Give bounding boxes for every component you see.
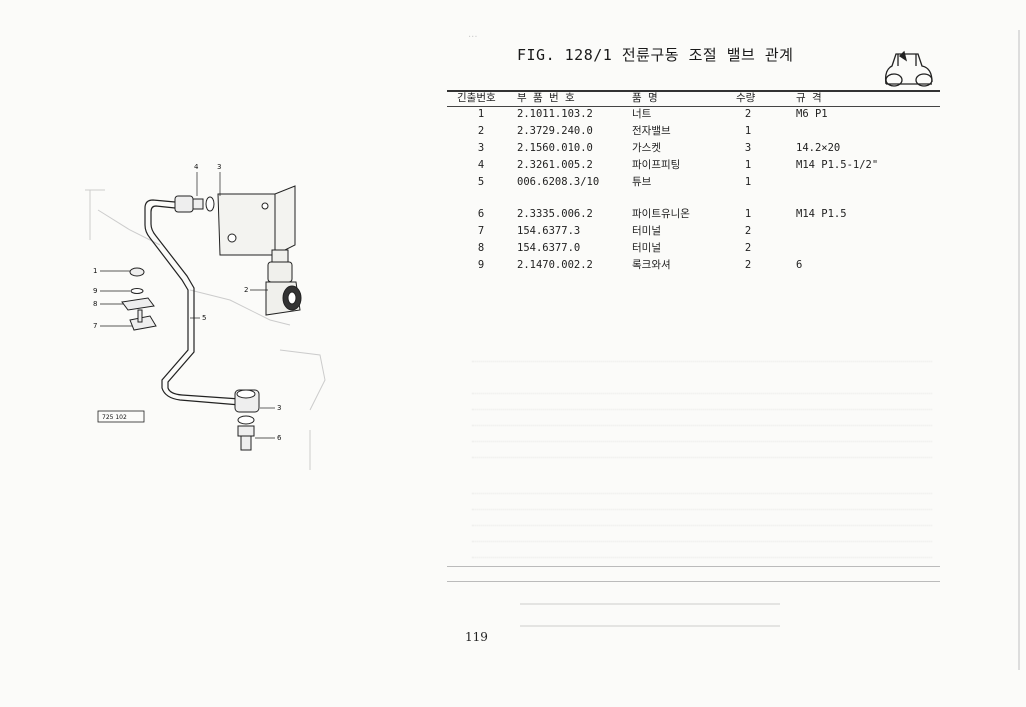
table-row: 5 006.6208.3/10 튜브 1 [447, 174, 940, 191]
header-spec: 규 격 [796, 92, 822, 104]
row-index: 3 [477, 142, 485, 154]
table-row: 6 2.3335.006.2 파이트유니온 1 M14 P1.5 [447, 206, 940, 223]
bleed-through-title [520, 603, 780, 627]
row-index: 5 [477, 176, 485, 188]
row-part-number: 2.1011.103.2 [517, 108, 593, 120]
row-quantity: 2 [744, 108, 752, 120]
callout-4: 4 [194, 163, 199, 171]
table-row: 1 2.1011.103.2 너트 2 M6 P1 [447, 106, 940, 123]
table-row: 4 2.3261.005.2 파이프피팅 1 M14 P1.5-1/2" [447, 157, 940, 174]
pipe-union-6 [234, 389, 260, 451]
row-part-number: 2.1470.002.2 [517, 259, 593, 271]
row-quantity: 1 [744, 159, 752, 171]
row-index: 4 [477, 159, 485, 171]
callout-3-top: 3 [217, 163, 221, 171]
row-quantity: 2 [744, 242, 752, 254]
row-part-name: 전자밸브 [632, 125, 671, 137]
callout-2: 2 [244, 286, 248, 294]
table-header-rule [447, 106, 940, 107]
table-row: 3 2.1560.010.0 가스켓 3 14.2×20 [447, 140, 940, 157]
header-quantity: 수량 [736, 92, 756, 104]
row-quantity: 1 [744, 176, 752, 188]
page-edge [1018, 30, 1020, 670]
page-number: 119 [465, 630, 488, 644]
row-part-number: 2.3335.006.2 [517, 208, 593, 220]
row-part-name: 파이프피팅 [632, 159, 681, 171]
row-quantity: 3 [744, 142, 752, 154]
callout-3-bottom: 3 [277, 404, 281, 412]
tractor-icon [884, 50, 933, 87]
table-row: 8 154.6377.0 터미널 2 [447, 240, 940, 257]
row-spec: M14 P1.5 [796, 208, 847, 220]
row-quantity: 2 [744, 225, 752, 237]
row-index: 1 [477, 108, 485, 120]
header-index: 긴출번호 [457, 92, 496, 104]
row-part-number: 006.6208.3/10 [517, 176, 600, 188]
row-quantity: 1 [744, 208, 752, 220]
row-part-name: 가스켓 [632, 142, 661, 154]
header-part-name: 품 명 [632, 92, 658, 104]
row-part-name: 파이트유니온 [632, 208, 690, 220]
callout-6: 6 [277, 434, 282, 442]
solenoid-valve-2 [265, 249, 302, 316]
parts-diagram-svg: 4 3 1 9 8 7 2 5 3 6 725 102 [85, 163, 326, 480]
table-top-rule [447, 90, 940, 92]
row-part-number: 2.3261.005.2 [517, 159, 593, 171]
row-spec: 14.2×20 [796, 142, 841, 154]
row-spec: M6 P1 [796, 108, 828, 120]
row-quantity: 2 [744, 259, 752, 271]
bleed-through-rule [447, 581, 940, 582]
row-part-name: 터미널 [632, 225, 661, 237]
row-part-number: 2.3729.240.0 [517, 125, 593, 137]
reference-code: 725 102 [102, 414, 127, 421]
table-row: 7 154.6377.3 터미널 2 [447, 223, 940, 240]
row-part-name: 록크와셔 [632, 259, 671, 271]
pipe-fitting-4 [174, 195, 215, 213]
bleed-through-rule [447, 566, 940, 567]
row-index: 8 [477, 242, 485, 254]
row-index: 2 [477, 125, 485, 137]
row-part-name: 터미널 [632, 242, 661, 254]
row-index: 7 [477, 225, 485, 237]
row-part-number: 154.6377.3 [517, 225, 581, 237]
row-spec: M14 P1.5-1/2" [796, 159, 879, 171]
row-part-name: 튜브 [632, 176, 652, 188]
tube-5 [144, 199, 241, 406]
callout-5: 5 [202, 314, 206, 322]
row-part-number: 154.6377.0 [517, 242, 581, 254]
row-part-name: 너트 [632, 108, 652, 120]
row-part-number: 2.1560.010.0 [517, 142, 593, 154]
reference-box [97, 410, 145, 423]
small-parts [121, 267, 157, 331]
callout-1: 1 [93, 267, 97, 275]
valve-block [217, 185, 296, 256]
header-part-number: 부 품 번 호 [517, 92, 575, 104]
figure-title: FIG. 128/1 전륜구동 조절 밸브 관계 [517, 46, 794, 64]
row-index: 9 [477, 259, 485, 271]
row-spec: 6 [796, 259, 803, 271]
leader-lines [100, 172, 275, 439]
bleed-through-text: ··· [468, 32, 478, 43]
callout-9: 9 [93, 287, 97, 295]
bleed-through-table [447, 345, 940, 585]
row-index: 6 [477, 208, 485, 220]
callout-8: 8 [93, 300, 97, 308]
table-row: 9 2.1470.002.2 록크와셔 2 6 [447, 257, 940, 274]
callout-7: 7 [93, 322, 97, 330]
table-header: 긴출번호 부 품 번 호 품 명 수량 규 격 [447, 91, 940, 106]
table-row: 2 2.3729.240.0 전자밸브 1 [447, 123, 940, 140]
parts-table: 긴출번호 부 품 번 호 품 명 수량 규 격 1 2.1011.103.2 너… [447, 91, 940, 274]
parts-diagram: 4 3 1 9 8 7 2 5 3 6 725 102 [70, 150, 370, 480]
row-quantity: 1 [744, 125, 752, 137]
